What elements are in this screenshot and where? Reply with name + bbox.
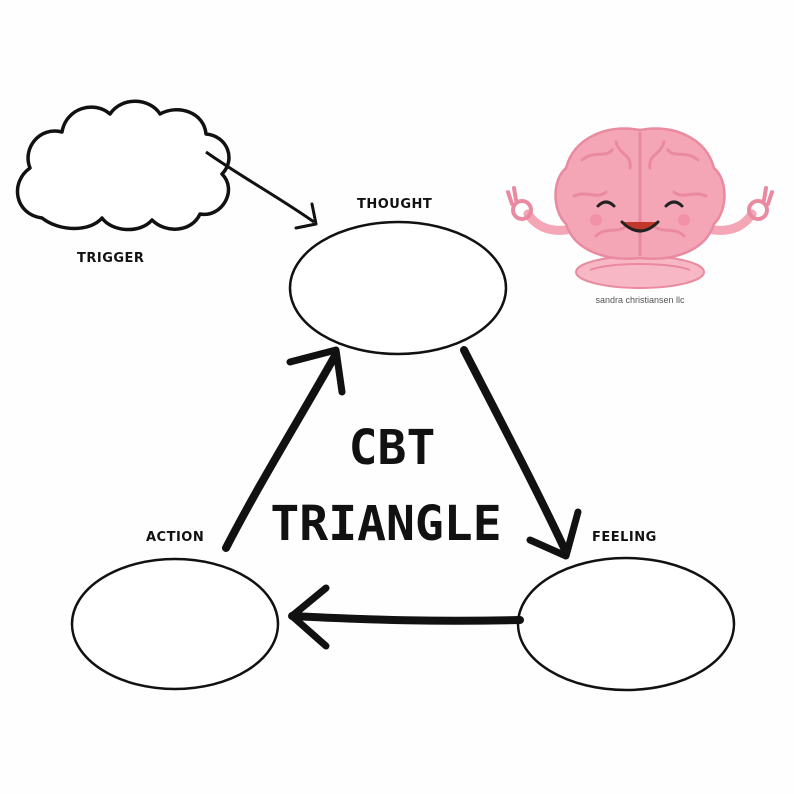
thought-bubble — [288, 220, 508, 356]
arrowhead-action-to-thought — [286, 346, 346, 396]
trigger-cloud — [15, 99, 231, 232]
title-line-1: CBT — [349, 420, 436, 476]
meditating-brain-icon — [506, 127, 774, 289]
trigger-label: TRIGGER — [77, 251, 144, 266]
illustration-credit: sandra christiansen llc — [595, 295, 685, 305]
arrow-action-to-thought — [222, 350, 340, 552]
arrowhead-feeling-to-action — [288, 584, 330, 650]
arrowhead-trigger-to-thought — [294, 202, 318, 230]
feeling-bubble — [516, 556, 736, 692]
arrowhead-thought-to-feeling — [526, 508, 582, 560]
feeling-label: FEELING — [592, 530, 657, 545]
action-bubble — [70, 557, 280, 691]
thought-label: THOUGHT — [357, 197, 432, 212]
action-label: ACTION — [146, 530, 204, 545]
arrow-thought-to-feeling — [460, 346, 570, 556]
closed-eye-right — [664, 200, 684, 208]
arrow-trigger-to-thought — [205, 150, 315, 224]
arrow-feeling-to-action — [288, 612, 524, 625]
smile — [620, 220, 660, 233]
closed-eye-left — [596, 200, 616, 208]
title-line-2: TRIANGLE — [270, 496, 501, 552]
